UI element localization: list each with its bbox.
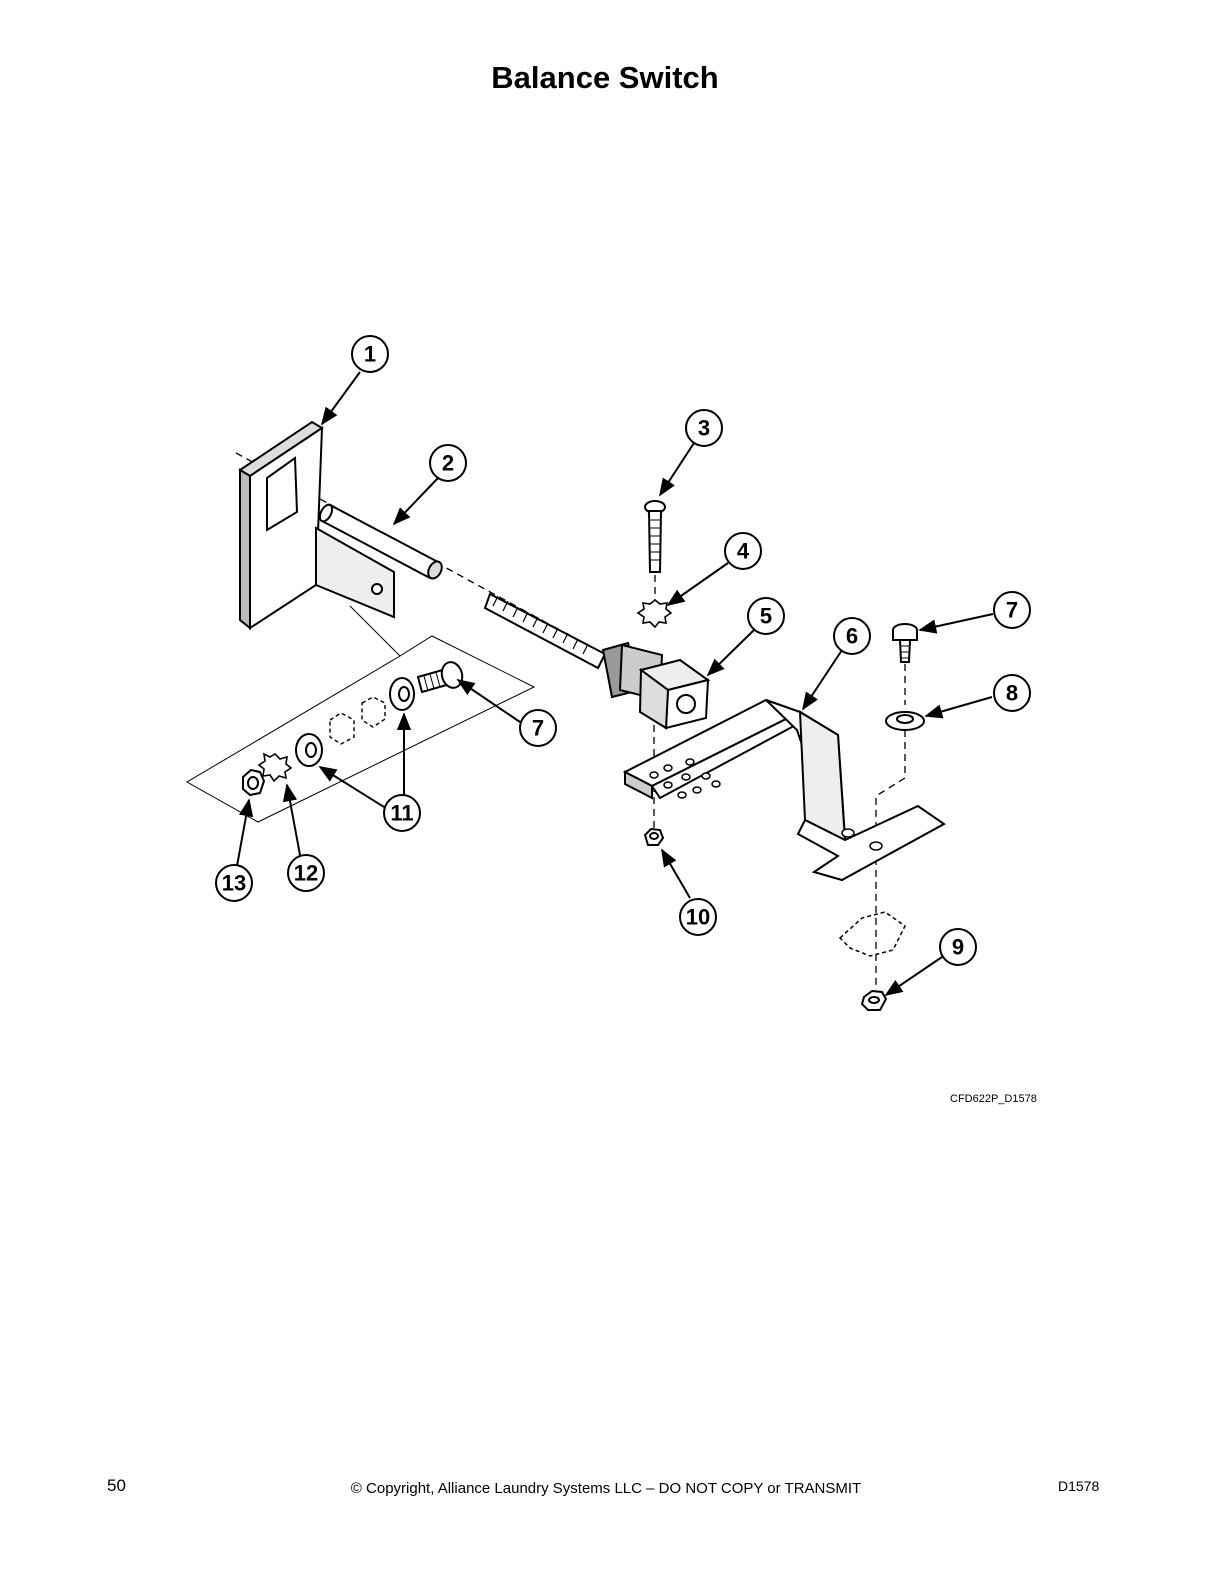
callout-2: 2 <box>429 444 467 482</box>
callout-label: 9 <box>952 935 964 960</box>
spacer-rod <box>318 503 443 580</box>
callout-label: 7 <box>1006 598 1018 623</box>
callout-label: 4 <box>737 539 750 564</box>
callouts: 1 2 3 4 5 6 7 8 <box>215 335 1031 966</box>
callout-3: 3 <box>685 409 723 447</box>
leader-arrows <box>236 371 994 997</box>
callout-label: 10 <box>686 905 710 930</box>
callout-7-inset: 7 <box>519 709 557 747</box>
figure-code: CFD622P_D1578 <box>950 1093 1037 1105</box>
page-title: Balance Switch <box>491 60 719 95</box>
callout-9: 9 <box>939 928 977 966</box>
mounting-bracket <box>238 420 395 631</box>
switch-bracket <box>622 698 946 882</box>
small-nut <box>643 827 665 846</box>
callout-label: 12 <box>294 861 318 886</box>
callout-label: 11 <box>390 801 413 826</box>
callout-label: 8 <box>1006 681 1018 706</box>
callout-label: 2 <box>442 451 454 476</box>
flat-washer <box>885 711 925 731</box>
inset-hardware <box>242 661 464 797</box>
callout-label: 5 <box>760 604 772 629</box>
callout-label: 13 <box>222 871 246 896</box>
callout-6: 6 <box>833 617 871 655</box>
screw <box>644 500 666 573</box>
callout-11: 11 <box>383 794 421 832</box>
cabinet-cutaway <box>838 911 906 957</box>
callout-label: 1 <box>364 342 376 367</box>
callout-label: 7 <box>532 716 544 741</box>
hex-bolt <box>892 623 918 663</box>
callout-1: 1 <box>351 335 389 373</box>
threaded-stud <box>483 592 607 670</box>
copyright-notice: © Copyright, Alliance Laundry Systems LL… <box>350 1480 862 1497</box>
star-washer <box>636 598 673 629</box>
callout-12: 12 <box>287 854 325 892</box>
callout-8: 8 <box>993 674 1031 712</box>
callout-7-right: 7 <box>993 591 1031 629</box>
callout-10: 10 <box>679 898 717 936</box>
callout-4: 4 <box>724 532 762 570</box>
callout-label: 3 <box>698 416 710 441</box>
callout-13: 13 <box>215 864 253 902</box>
callout-5: 5 <box>747 597 785 635</box>
document-id: D1578 <box>1058 1478 1100 1494</box>
page-number: 50 <box>107 1476 126 1495</box>
detail-inset-outline <box>186 605 536 823</box>
balance-switch <box>601 641 711 730</box>
callout-label: 6 <box>846 624 858 649</box>
hex-nut <box>860 989 888 1011</box>
